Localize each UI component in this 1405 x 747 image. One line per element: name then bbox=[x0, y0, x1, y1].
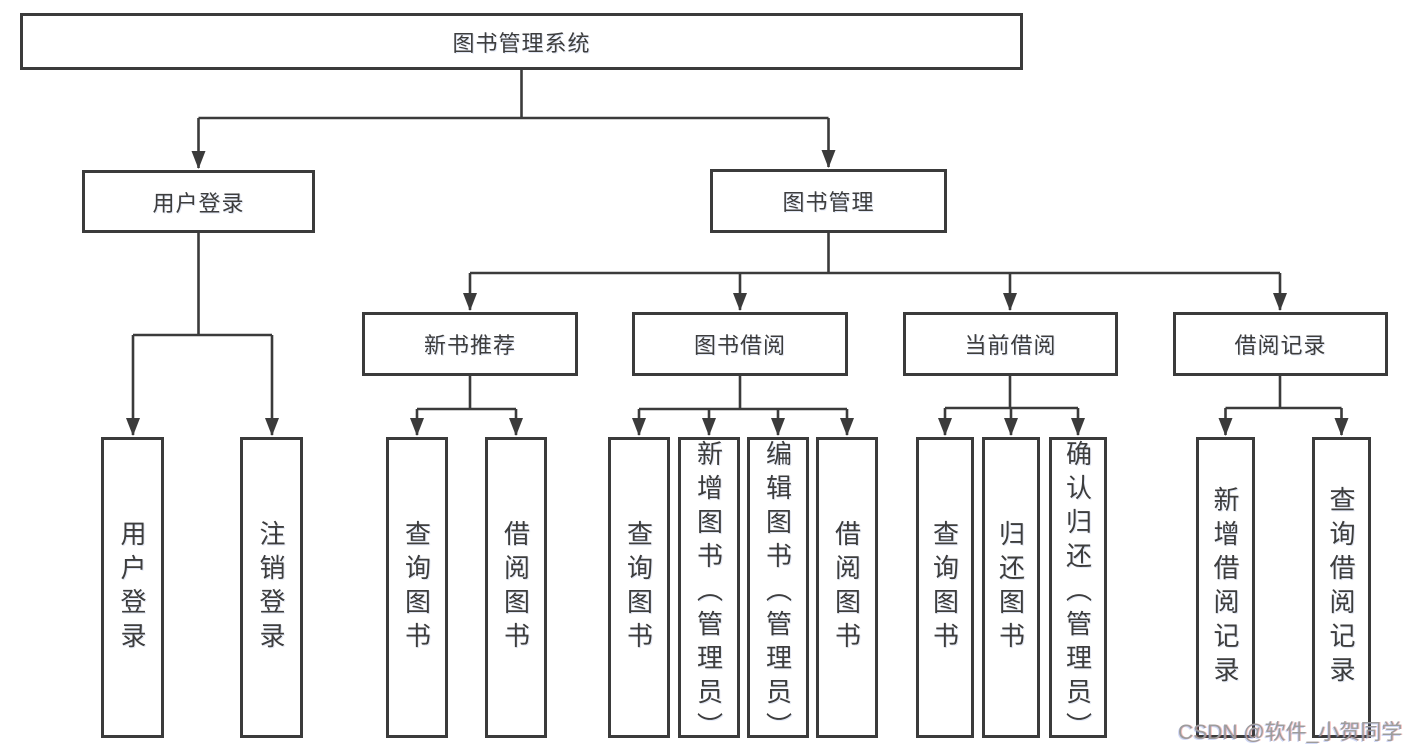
leaf-query-borrow-record-label: 查询借阅记录 bbox=[1326, 485, 1356, 690]
node-borrow-records-label: 借阅记录 bbox=[1234, 333, 1327, 358]
edges-current-borrow-to-leaves bbox=[938, 376, 1085, 436]
leaf-borrow-book-label: 借阅图书 bbox=[831, 519, 862, 656]
leaf-logout: 注销登录 bbox=[240, 437, 303, 738]
node-current-borrow: 当前借阅 bbox=[903, 312, 1118, 376]
leaf-borrow-book-label: 借阅图书 bbox=[500, 519, 531, 656]
node-book-borrow: 图书借阅 bbox=[632, 312, 848, 376]
leaf-query-book: 查询图书 bbox=[386, 437, 448, 738]
edges-user-login-to-leaves bbox=[126, 233, 279, 436]
edges-borrow-records-to-leaves bbox=[1218, 376, 1349, 436]
csdn-watermark: CSDN @软件_小贺同学 bbox=[1178, 721, 1403, 744]
edges-book-borrow-to-leaves bbox=[632, 376, 854, 436]
leaf-edit-book-admin-label: 编辑图书（管理员） bbox=[762, 440, 793, 746]
node-book-mgmt-label: 图书管理 bbox=[782, 190, 875, 215]
leaf-query-book-label: 查询图书 bbox=[929, 519, 960, 656]
leaf-add-book-admin: 新增图书（管理员） bbox=[678, 437, 740, 746]
node-user-login-label: 用户登录 bbox=[152, 190, 245, 216]
node-book-mgmt: 图书管理 bbox=[710, 169, 947, 233]
leaf-query-borrow-record: 查询借阅记录 bbox=[1312, 437, 1371, 738]
leaf-query-book: 查询图书 bbox=[916, 437, 974, 738]
node-new-book-rec: 新书推荐 bbox=[362, 312, 578, 376]
node-new-book-rec-label: 新书推荐 bbox=[423, 333, 516, 358]
leaf-return-book: 归还图书 bbox=[982, 437, 1040, 738]
leaf-confirm-return-admin: 确认归还（管理员） bbox=[1049, 437, 1107, 746]
leaf-add-book-admin-label: 新增图书（管理员） bbox=[693, 440, 724, 746]
leaf-return-book-label: 归还图书 bbox=[995, 519, 1026, 656]
node-user-login: 用户登录 bbox=[82, 170, 315, 233]
leaf-add-borrow-record: 新增借阅记录 bbox=[1196, 437, 1255, 738]
leaf-confirm-return-admin-label: 确认归还（管理员） bbox=[1062, 440, 1093, 746]
leaf-user-login: 用户登录 bbox=[101, 437, 164, 738]
node-current-borrow-label: 当前借阅 bbox=[964, 333, 1057, 358]
leaf-edit-book-admin: 编辑图书（管理员） bbox=[747, 437, 809, 746]
leaf-query-book: 查询图书 bbox=[608, 437, 670, 738]
leaf-borrow-book: 借阅图书 bbox=[485, 437, 547, 738]
leaf-query-book-label: 查询图书 bbox=[623, 519, 654, 656]
edges-root-to-level2 bbox=[191, 70, 836, 169]
leaf-user-login-label: 用户登录 bbox=[117, 519, 147, 656]
node-root: 图书管理系统 bbox=[20, 13, 1023, 70]
node-root-label: 图书管理系统 bbox=[452, 30, 591, 56]
leaf-logout-label: 注销登录 bbox=[256, 519, 286, 656]
edges-book-mgmt-to-level3 bbox=[463, 233, 1287, 311]
leaf-query-book-label: 查询图书 bbox=[401, 519, 432, 656]
leaf-add-borrow-record-label: 新增借阅记录 bbox=[1210, 485, 1240, 690]
leaf-borrow-book: 借阅图书 bbox=[816, 437, 878, 738]
node-book-borrow-label: 图书借阅 bbox=[693, 333, 786, 358]
edges-new-book-rec-to-leaves bbox=[410, 376, 523, 436]
node-borrow-records: 借阅记录 bbox=[1173, 312, 1388, 376]
